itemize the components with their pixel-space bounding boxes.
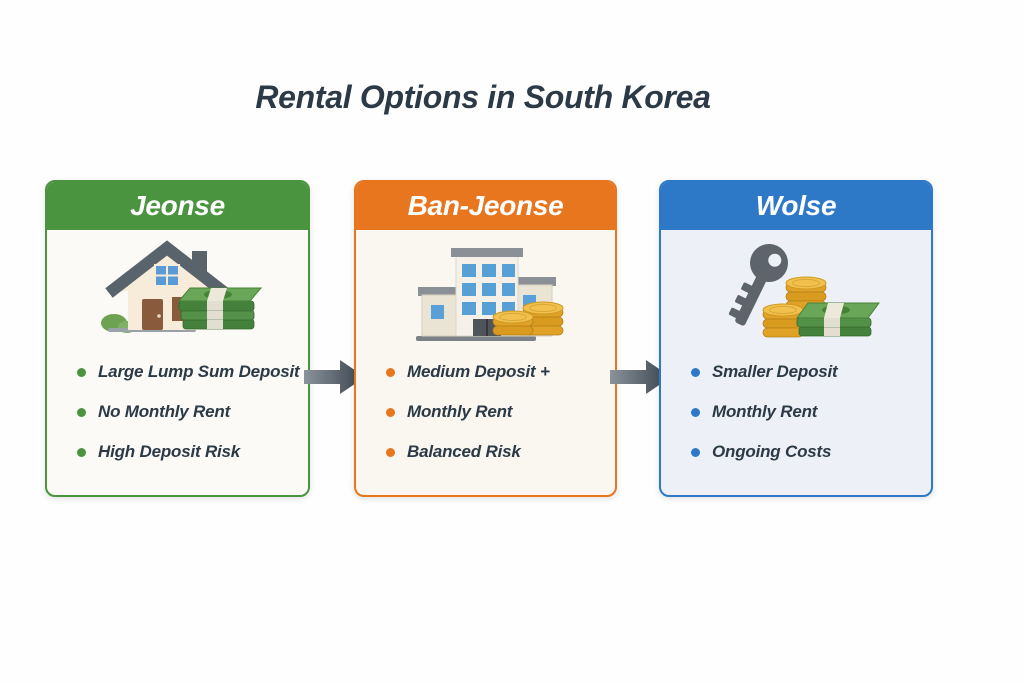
bullet-text: Balanced Risk (407, 442, 521, 461)
card-ban-jeonse-header: Ban-Jeonse (356, 182, 615, 230)
bullet-dot-icon (77, 407, 86, 417)
arrow-right-icon (610, 357, 672, 397)
key-coins-cash-icon-svg (728, 244, 880, 338)
list-item: Smaller Deposit (691, 352, 927, 392)
bullet-dot-icon (691, 447, 700, 457)
bullet-text: Smaller Deposit (712, 362, 838, 381)
bullet-text: No Monthly Rent (98, 402, 231, 421)
list-item: No Monthly Rent (77, 392, 304, 432)
list-item: Large Lump Sum Deposit (77, 352, 304, 392)
page-title: Rental Options in South Korea (255, 79, 711, 116)
bullet-dot-icon (691, 407, 700, 417)
card-jeonse-title: Jeonse (130, 190, 225, 221)
card-ban-jeonse-title: Ban-Jeonse (407, 190, 564, 221)
bullet-dot-icon (386, 367, 395, 377)
list-item: Medium Deposit + (386, 352, 611, 392)
list-item: Monthly Rent (691, 392, 927, 432)
list-item: Balanced Risk (386, 432, 611, 472)
house-cash-icon-svg (101, 240, 263, 333)
bullet-text: Large Lump Sum Deposit (98, 362, 300, 381)
bullet-text: Medium Deposit + (407, 362, 550, 381)
bullet-dot-icon (386, 447, 395, 457)
bullet-dot-icon (691, 367, 700, 377)
card-wolse-title: Wolse (755, 190, 837, 221)
house-cash-icon (47, 230, 308, 352)
list-item: Monthly Rent (386, 392, 611, 432)
list-item: High Deposit Risk (77, 432, 304, 472)
building-coins-icon-svg (416, 248, 564, 341)
card-wolse-bullet-list: Smaller Deposit Monthly Rent Ongoing Cos… (661, 352, 931, 472)
bullet-dot-icon (77, 367, 86, 377)
card-jeonse-bullet-list: Large Lump Sum Deposit No Monthly Rent H… (47, 352, 308, 472)
bullet-dot-icon (386, 407, 395, 417)
card-jeonse-header: Jeonse (47, 182, 308, 230)
bullet-text: Monthly Rent (712, 402, 818, 421)
building-coins-icon (356, 230, 615, 352)
card-wolse: Wolse (659, 180, 933, 497)
bullet-dot-icon (77, 447, 86, 457)
key-coins-cash-icon (661, 230, 931, 352)
bullet-text: Ongoing Costs (712, 442, 832, 461)
card-jeonse: Jeonse (45, 180, 310, 497)
arrow-right-icon (304, 357, 366, 397)
list-item: Ongoing Costs (691, 432, 927, 472)
card-ban-jeonse-bullet-list: Medium Deposit + Monthly Rent Balanced R… (356, 352, 615, 472)
bullet-text: Monthly Rent (407, 402, 513, 421)
bullet-text: High Deposit Risk (98, 442, 241, 461)
card-wolse-header: Wolse (661, 182, 931, 230)
card-ban-jeonse: Ban-Jeonse (354, 180, 617, 497)
